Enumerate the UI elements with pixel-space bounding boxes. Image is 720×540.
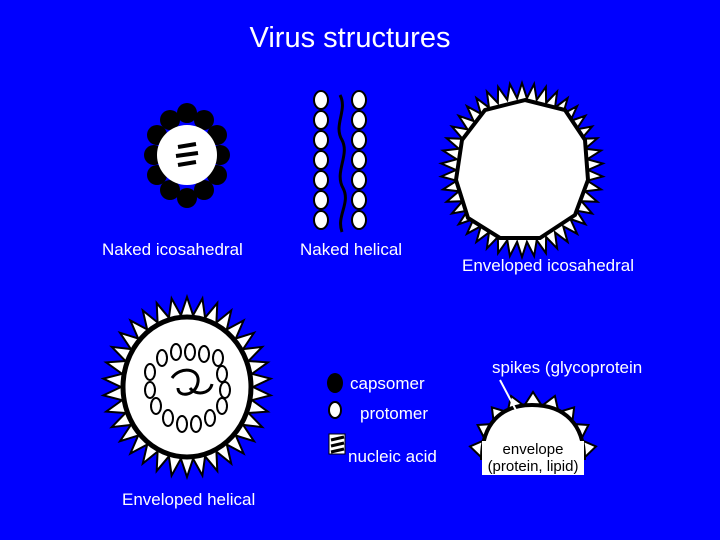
legend-envelope: envelope (protein, lipid) [482, 441, 584, 475]
legend-protomer: protomer [360, 404, 429, 423]
label-enveloped-icosahedral: Enveloped icosahedral [462, 256, 635, 275]
legend-envelope-line2: (protein, lipid) [487, 458, 579, 475]
label-naked-icosahedral: Naked icosahedral [102, 240, 243, 259]
protomer-legend-icon [328, 401, 342, 419]
legend-envelope-line1: envelope [502, 441, 564, 458]
nucleic-acid-legend-icon [328, 433, 346, 455]
naked-helical-virus [313, 90, 367, 233]
enveloped-icosahedral-virus [438, 79, 606, 261]
naked-icosahedral-virus [144, 103, 230, 208]
page-title: Virus structures [249, 22, 451, 54]
label-naked-helical: Naked helical [300, 240, 403, 259]
label-enveloped-helical: Enveloped helical [122, 490, 256, 509]
legend-nucleic-acid: nucleic acid [348, 447, 437, 466]
spikes-pointer-line [499, 379, 519, 415]
capsomer-legend-icon [327, 373, 343, 393]
legend-capsomer: capsomer [350, 374, 425, 393]
enveloped-helical-virus [100, 293, 274, 481]
legend-spikes: spikes (glycoprotein [492, 358, 643, 377]
